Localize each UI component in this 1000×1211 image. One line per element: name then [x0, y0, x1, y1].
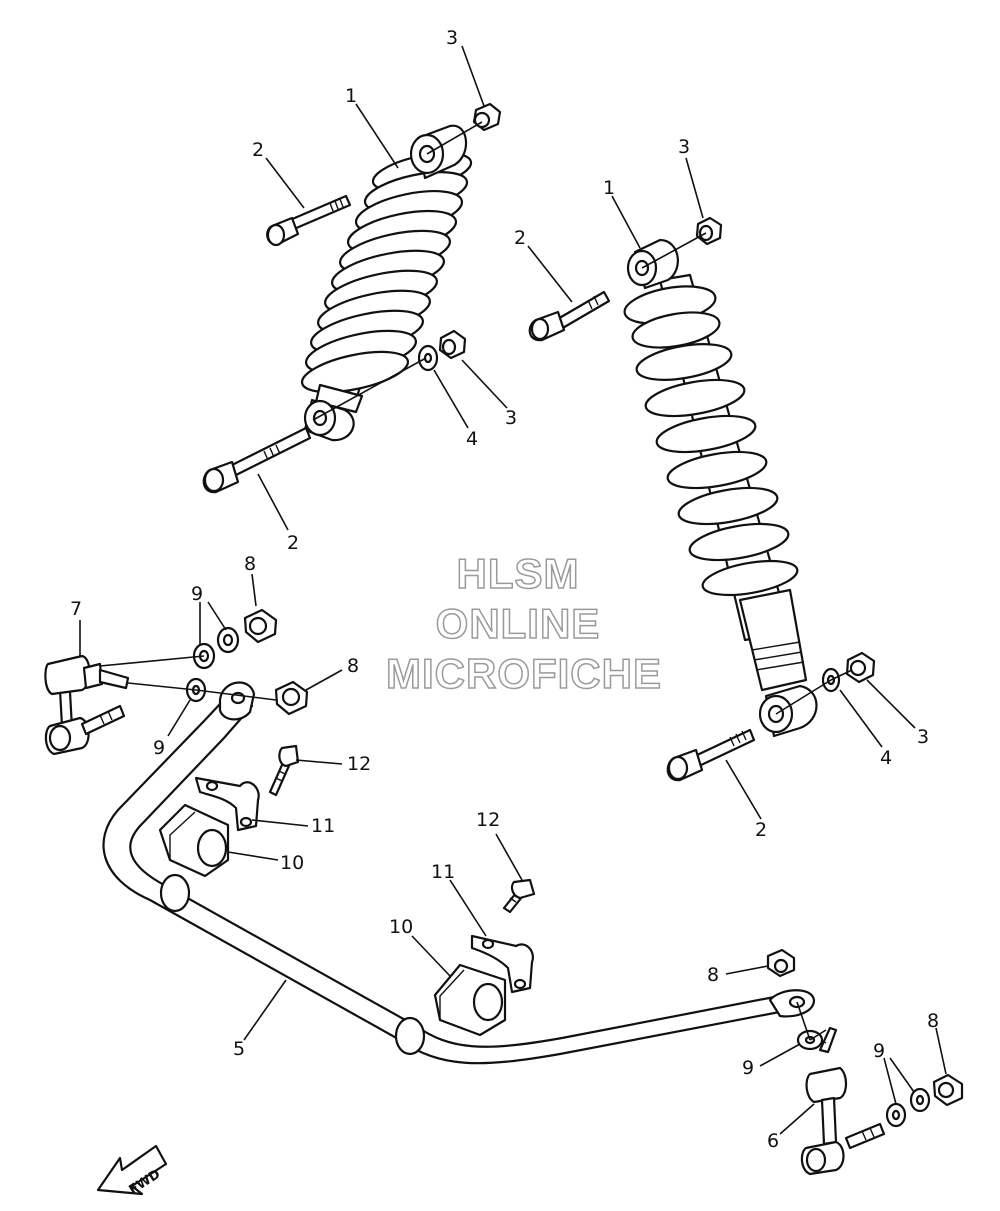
left-upper-bolt: [266, 194, 352, 247]
watermark: HLSM ONLINE MICROFICHE: [385, 549, 662, 698]
left-nut-upper: [243, 608, 278, 644]
left-bracket: [194, 776, 260, 832]
left-shock-bottom-eye: [303, 398, 355, 442]
left-shock-absorber: [300, 124, 473, 442]
watermark-line-1: HLSM: [457, 550, 580, 597]
right-washer-3: [909, 1087, 931, 1113]
callout-4: 4: [880, 747, 892, 769]
callout-2: 2: [287, 532, 299, 554]
callout-8: 8: [244, 553, 256, 575]
right-end-link: [800, 1026, 886, 1176]
left-shock-spring: [300, 152, 473, 394]
callout-5: 5: [233, 1038, 245, 1060]
callout-12: 12: [476, 809, 500, 831]
right-nut-upper: [766, 948, 796, 978]
callout-8: 8: [927, 1010, 939, 1032]
callout-8: 8: [347, 655, 359, 677]
callout-3: 3: [446, 27, 458, 49]
right-nut-lower: [932, 1073, 964, 1107]
left-lower-nut: [438, 329, 467, 360]
left-nut-lower: [274, 680, 309, 716]
callout-numbers: 3 1 2 3 4 2 3 1 2 3 4 2 8 9 7 8 9 12 11 …: [70, 27, 939, 1152]
left-lower-washer: [417, 344, 439, 372]
callout-10: 10: [389, 916, 413, 938]
left-end-link: [44, 654, 130, 756]
callout-9: 9: [742, 1057, 754, 1079]
left-upper-nut: [472, 102, 502, 132]
callout-2: 2: [755, 819, 767, 841]
callout-8: 8: [707, 964, 719, 986]
left-washer-2: [216, 626, 240, 654]
callout-3: 3: [678, 136, 690, 158]
callout-3: 3: [917, 726, 929, 748]
center-bracket: [470, 934, 534, 994]
center-bracket-bolt: [502, 878, 536, 914]
callout-6: 6: [767, 1130, 779, 1152]
left-bracket-bolt: [268, 744, 300, 797]
fwd-arrow: FWD: [96, 1144, 168, 1198]
right-washer-2: [885, 1102, 907, 1128]
callout-11: 11: [431, 861, 455, 883]
assembly-lines: [99, 121, 853, 1041]
right-upper-bolt: [528, 290, 611, 342]
callout-12: 12: [347, 753, 371, 775]
right-shock-absorber: [623, 238, 818, 738]
callout-10: 10: [280, 852, 304, 874]
callout-1: 1: [345, 85, 357, 107]
callout-3: 3: [505, 407, 517, 429]
right-upper-nut: [695, 216, 723, 246]
left-bushing: [158, 803, 230, 878]
center-bushing: [433, 963, 507, 1037]
callout-9: 9: [191, 583, 203, 605]
callout-2: 2: [514, 227, 526, 249]
watermark-line-3: MICROFICHE: [386, 650, 662, 697]
right-shock-spring: [623, 285, 799, 597]
callout-9: 9: [153, 737, 165, 759]
callout-leaders: [79, 45, 947, 1135]
callout-9: 9: [873, 1040, 885, 1062]
right-lower-nut: [845, 651, 876, 684]
left-lower-bolt: [202, 426, 312, 494]
callout-2: 2: [252, 139, 264, 161]
callout-11: 11: [311, 815, 335, 837]
watermark-line-2: ONLINE: [436, 600, 601, 647]
right-lower-bolt: [666, 728, 756, 782]
stabilizer-bar: [102, 681, 816, 1065]
callout-1: 1: [603, 177, 615, 199]
callout-4: 4: [466, 428, 478, 450]
callout-7: 7: [70, 598, 82, 620]
